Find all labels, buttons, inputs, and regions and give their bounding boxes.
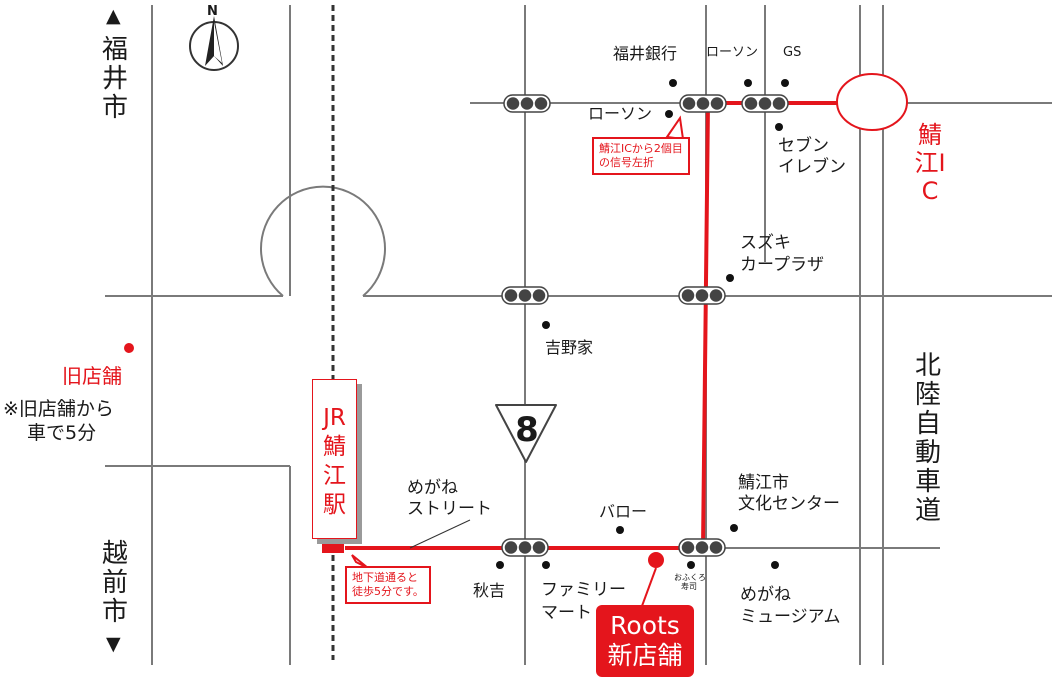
seven-eleven-label-2: イレブン [778, 157, 846, 177]
megane-street-label-2: ストリート [407, 499, 492, 519]
akiyoshi-label: 秋吉 [473, 581, 506, 600]
north-arrow-icon: ▲ [106, 5, 121, 27]
new-store-subtitle: 新店舗 [607, 641, 683, 670]
route8-number: 8 [515, 410, 539, 450]
dot-lawson-left [665, 110, 673, 118]
megane-museum-label-1: めがね [740, 585, 791, 605]
station-marker [322, 541, 344, 553]
old-store-label: 旧店舗 [62, 364, 122, 388]
lawson-left-label: ローソン [588, 104, 653, 123]
jr-station-line-1: JR [323, 405, 346, 431]
culture-center-label-1: 鯖江市 [738, 473, 789, 493]
lawson-top-label: ローソン [706, 45, 759, 60]
dot-megane-museum [771, 561, 779, 569]
jr-station-label: JR 鯖 江 駅 [312, 379, 357, 539]
jr-station-line-2: 鯖 [323, 434, 346, 460]
dot-suzuki-plaza [726, 274, 734, 282]
signal-route8-south [501, 538, 549, 557]
landmark-dots [496, 79, 789, 569]
expressway-label: 北陸自動車道 [915, 351, 942, 526]
dot-ofukuro-sushi [687, 561, 695, 569]
jr-station-line-3: 江 [323, 463, 346, 489]
south-city-label: 越前市 [102, 539, 129, 627]
culture-center-label-2: 文化センター [738, 494, 840, 514]
dot-akiyoshi [496, 561, 504, 569]
dot-yoshinoya [542, 321, 550, 329]
old-store-dot [124, 343, 134, 353]
dot-barrow [616, 526, 624, 534]
dot-fukui-bank [669, 79, 677, 87]
new-store-leader [641, 567, 657, 607]
new-store-label: Roots 新店舗 [596, 605, 694, 677]
ofukuro-sushi-label-2: 寿司 [681, 582, 697, 591]
underpass-callout-tail [351, 554, 369, 569]
road-network [105, 5, 1052, 665]
underpass-callout: 地下道通ると 徒歩5分です。 [345, 566, 431, 604]
dot-seven-eleven [775, 123, 783, 131]
south-arrow-icon: ▼ [106, 633, 121, 655]
dot-lawson-top [744, 79, 752, 87]
compass [189, 16, 239, 71]
suzuki-plaza-label-2: カープラザ [740, 255, 824, 275]
dot-family-mart [542, 561, 550, 569]
left-turn-callout: 鯖江ICから2個目 の信号左折 [592, 137, 690, 175]
old-store-note-1: ※旧店舗から [3, 398, 114, 420]
old-store-note-2: 車で5分 [27, 422, 97, 444]
jr-station-line-4: 駅 [323, 492, 346, 518]
seven-eleven-label-1: セブン [778, 136, 829, 156]
north-city-label: 福井市 [102, 35, 129, 123]
gs-label: GS [783, 45, 802, 60]
suzuki-plaza-label-1: スズキ [740, 233, 791, 253]
route8-shield [495, 404, 557, 463]
signal-route8-mid [501, 286, 549, 305]
dot-culture-center [730, 524, 738, 532]
left-turn-callout-tail [665, 115, 685, 141]
barrow-label: バロー [599, 502, 648, 521]
fukui-bank-label: 福井銀行 [613, 44, 678, 63]
ofukuro-sushi-label-1: おふくろ [674, 573, 706, 582]
dot-gs [781, 79, 789, 87]
megane-museum-label-2: ミュージアム [740, 607, 841, 627]
family-mart-label-2: マート [541, 603, 592, 623]
signal-east-north [741, 94, 789, 113]
signal-central-mid [678, 286, 726, 305]
yoshinoya-label: 吉野家 [545, 338, 594, 357]
signal-central-south [678, 538, 726, 557]
overpass-arc [260, 185, 386, 297]
new-store-dot [648, 552, 664, 568]
signal-central-north [679, 94, 727, 113]
interchange-marker [836, 73, 908, 131]
megane-street-leader [409, 519, 471, 549]
megane-street-label-1: めがね [407, 478, 458, 498]
signal-route8-north [503, 94, 551, 113]
interchange-label: 鯖江IC [914, 121, 946, 205]
family-mart-label-1: ファミリー [541, 580, 626, 600]
new-store-name: Roots [610, 611, 680, 640]
compass-label: N [207, 4, 218, 19]
traffic-signals [501, 94, 789, 557]
